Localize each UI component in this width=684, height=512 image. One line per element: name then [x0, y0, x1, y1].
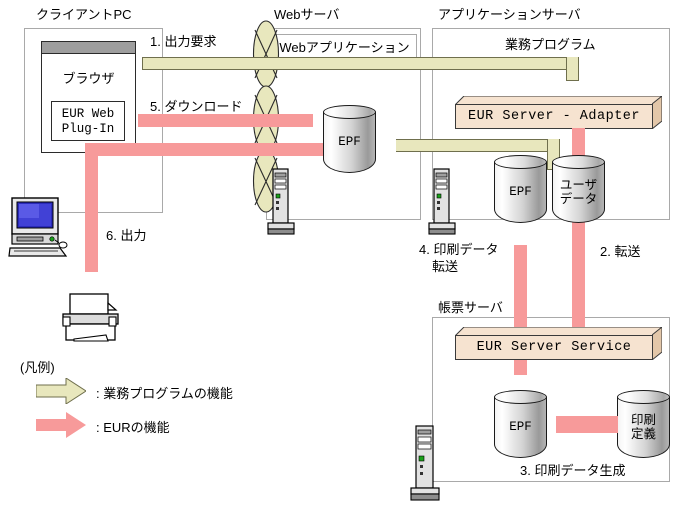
db-epf-app-label: EPF — [509, 185, 532, 199]
legend-business-arrow-icon — [36, 378, 86, 404]
eur-web-plugin-box: EUR Web Plug-In — [51, 101, 125, 141]
browser-titlebar — [42, 42, 135, 54]
printer-icon — [62, 293, 119, 342]
business-program-label: 業務プログラム — [505, 37, 596, 52]
app-server-tower-icon — [428, 168, 456, 235]
step1-flow-drop — [566, 57, 579, 81]
db-epf-app-body — [494, 162, 547, 223]
legend-eur-label: : EURの機能 — [96, 420, 170, 435]
step4-caption: 4. 印刷データ転送 — [419, 241, 498, 275]
component-eur-server-service: EUR Server Service — [455, 327, 662, 360]
step6-flow-vertical — [85, 143, 98, 272]
step3-caption: 3. 印刷データ生成 — [520, 463, 626, 478]
step1-flow-bar — [142, 57, 579, 70]
db-epf-web-label: EPF — [338, 135, 361, 149]
adapter-to-epf-bar — [396, 139, 560, 152]
zone-label-report-server: 帳票サーバ — [438, 300, 503, 315]
service-box-side-face — [652, 327, 662, 360]
adapter-box-label: EUR Server - Adapter — [455, 104, 653, 129]
db-epf-web-top — [323, 105, 376, 119]
step5-caption: 5. ダウンロード — [150, 99, 243, 114]
db-epf-report-label: EPF — [509, 420, 532, 434]
adapter-box-side-face — [652, 96, 662, 129]
browser-title: ブラウザ — [62, 71, 115, 86]
step3-flow-horizontal — [556, 416, 618, 433]
db-user-data-body — [552, 162, 605, 223]
zone-label-client-pc: クライアントPC — [36, 7, 132, 22]
report-server-tower-icon — [410, 425, 440, 501]
plugin-line-2: Plug-In — [61, 122, 115, 136]
db-epf-report-body — [494, 397, 547, 458]
service-box-top-face — [455, 327, 662, 336]
db-epf-app: EPF — [494, 155, 547, 223]
legend-business-label: : 業務プログラムの機能 — [96, 386, 233, 401]
component-eur-server-adapter: EUR Server - Adapter — [455, 96, 662, 129]
web-application-label: Webアプリケーション — [279, 40, 410, 55]
db-print-definition-label: 印刷 定義 — [617, 390, 670, 458]
step5-flow-bar — [138, 114, 313, 127]
db-epf-web-body — [323, 112, 376, 173]
step1-caption: 1. 出力要求 — [150, 34, 217, 49]
db-print-definition-line-1: 印刷 — [630, 413, 656, 427]
step6-caption: 6. 出力 — [106, 228, 147, 243]
legend-eur-arrow-icon — [36, 412, 86, 438]
db-epf-app-top — [494, 155, 547, 169]
step4-caption-line-2: 転送 — [432, 259, 459, 274]
zone-label-web-server: Webサーバ — [274, 7, 340, 22]
db-epf-report: EPF — [494, 390, 547, 458]
desktop-pc-icon — [8, 197, 68, 257]
legend-title: (凡例) — [20, 360, 55, 375]
service-box-label: EUR Server Service — [455, 335, 653, 360]
adapter-box-top-face — [455, 96, 662, 105]
db-print-definition-line-2: 定義 — [630, 427, 656, 441]
db-epf-web: EPF — [323, 105, 376, 173]
web-server-tower-icon — [267, 168, 295, 235]
db-print-definition: 印刷 定義 — [617, 390, 670, 458]
zone-app-server — [432, 28, 670, 220]
zone-label-app-server: アプリケーションサーバ — [438, 7, 581, 22]
epf-transfer-bar — [85, 143, 347, 156]
db-user-data-label: ユーザ データ — [552, 155, 605, 223]
db-print-definition-top — [617, 390, 670, 404]
db-user-data-line-2: データ — [559, 192, 598, 206]
plugin-line-1: EUR Web — [61, 107, 115, 121]
db-epf-report-top — [494, 390, 547, 404]
db-user-data-line-1: ユーザ — [559, 178, 598, 192]
db-user-data-top — [552, 155, 605, 169]
step2-caption: 2. 転送 — [600, 244, 641, 259]
db-user-data: ユーザ データ — [552, 155, 605, 223]
step4-caption-line-1: 4. 印刷データ — [419, 242, 499, 257]
